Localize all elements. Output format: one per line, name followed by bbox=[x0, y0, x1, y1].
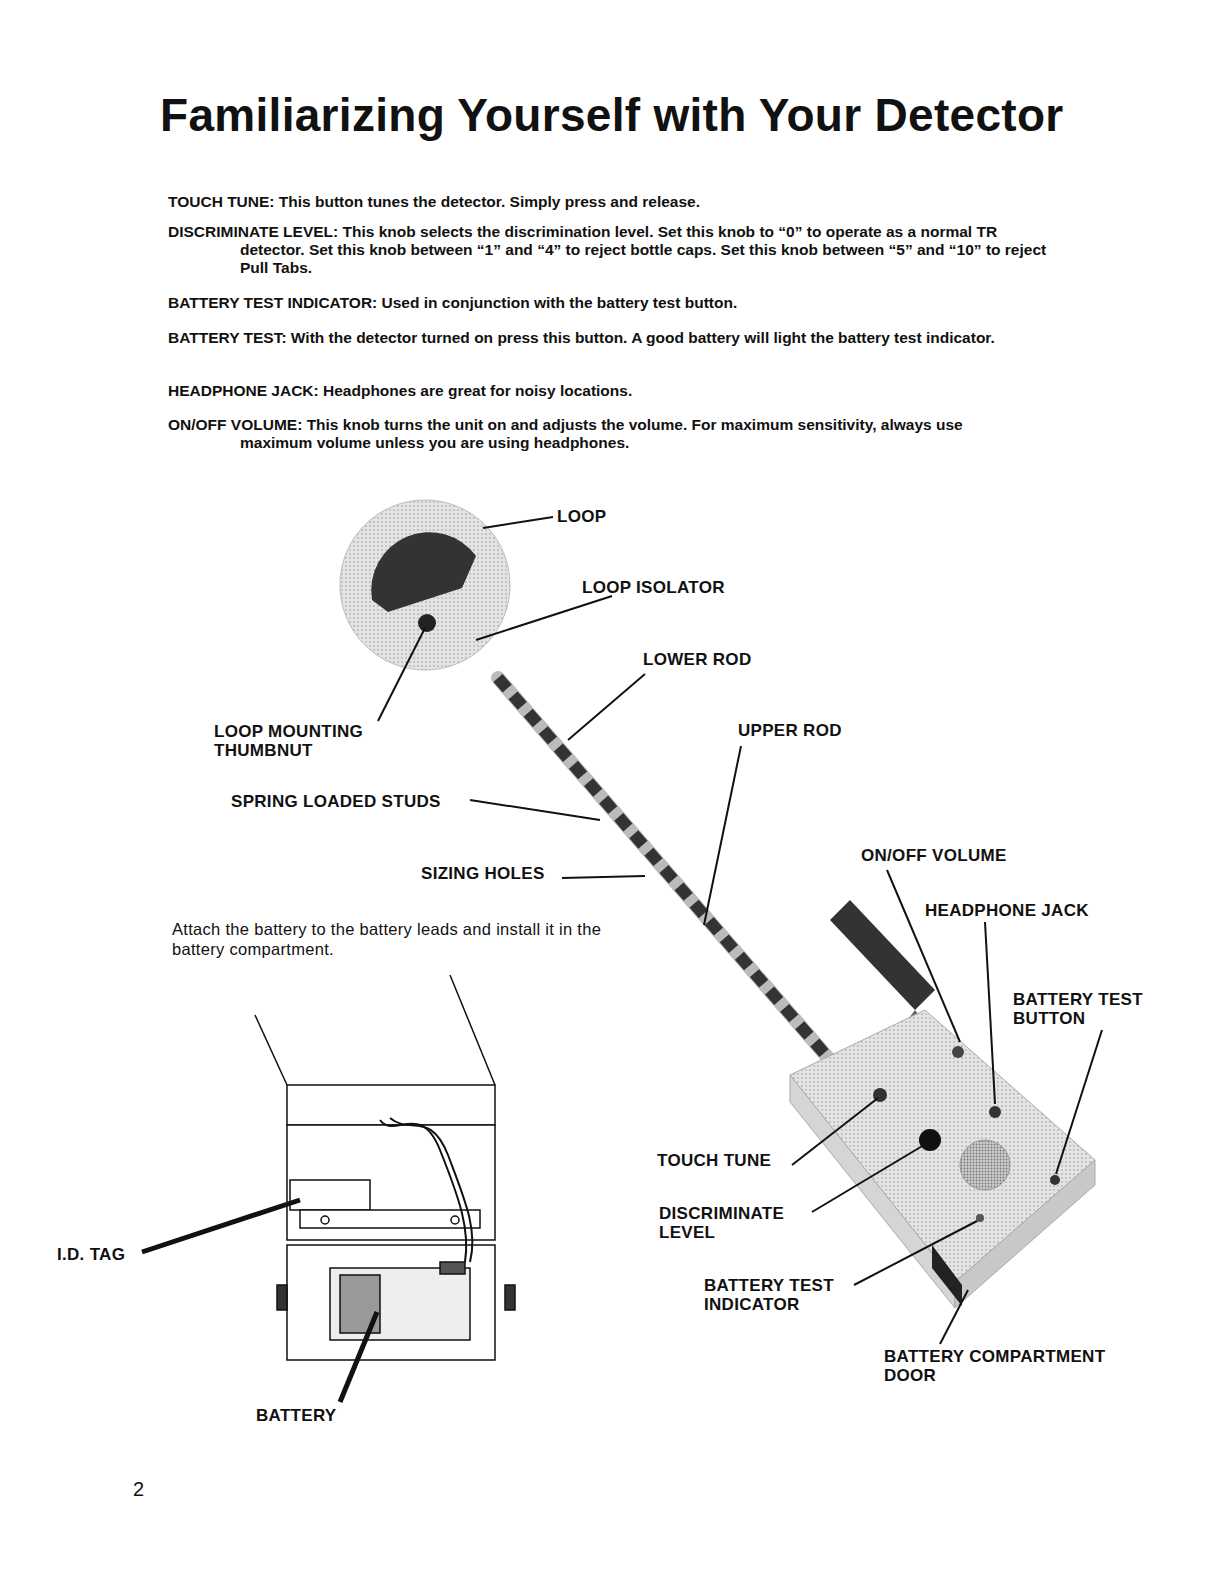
search-loop bbox=[340, 500, 510, 670]
description-text: DISCRIMINATE LEVEL: This knob selects th… bbox=[168, 223, 1058, 277]
part-label: BATTERY bbox=[256, 1406, 336, 1425]
part-label: DISCRIMINATE LEVEL bbox=[659, 1204, 809, 1242]
part-label: BATTERY TEST INDICATOR bbox=[704, 1276, 864, 1314]
battery-compartment bbox=[255, 975, 515, 1360]
part-label: I.D. TAG bbox=[57, 1245, 125, 1264]
part-label: LOOP bbox=[557, 507, 606, 526]
part-label: BATTERY COMPARTMENT DOOR bbox=[884, 1347, 1144, 1385]
part-label: TOUCH TUNE bbox=[657, 1151, 771, 1170]
page-number: 2 bbox=[133, 1478, 144, 1501]
part-label: HEADPHONE JACK bbox=[925, 901, 1089, 920]
description-text: BATTERY TEST: With the detector turned o… bbox=[168, 329, 1058, 347]
description-text: BATTERY TEST INDICATOR: Used in conjunct… bbox=[168, 294, 1058, 312]
control-box bbox=[790, 1010, 1095, 1308]
description-text: HEADPHONE JACK: Headphones are great for… bbox=[168, 382, 1058, 400]
note-text: Attach the battery to the battery leads … bbox=[172, 919, 602, 959]
part-label: LOOP MOUNTING THUMBNUT bbox=[214, 722, 386, 760]
description-text: TOUCH TUNE: This button tunes the detect… bbox=[168, 193, 1058, 211]
part-label: LOOP ISOLATOR bbox=[582, 578, 725, 597]
part-label: SPRING LOADED STUDS bbox=[231, 792, 441, 811]
part-label: ON/OFF VOLUME bbox=[861, 846, 1007, 865]
leader-lines bbox=[142, 517, 1102, 1402]
part-label: LOWER ROD bbox=[643, 650, 751, 669]
part-label: BATTERY TEST BUTTON bbox=[1013, 990, 1163, 1028]
description-text: ON/OFF VOLUME: This knob turns the unit … bbox=[168, 416, 998, 452]
page-title: Familiarizing Yourself with Your Detecto… bbox=[160, 88, 1064, 142]
part-label: SIZING HOLES bbox=[421, 864, 545, 883]
part-label: UPPER ROD bbox=[738, 721, 842, 740]
